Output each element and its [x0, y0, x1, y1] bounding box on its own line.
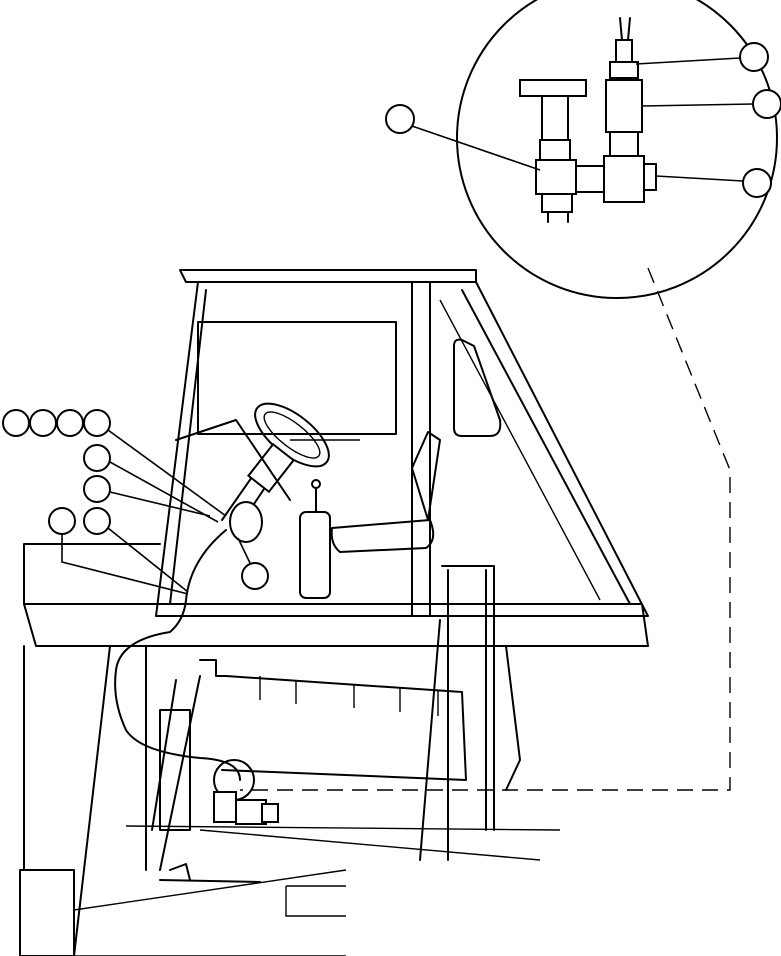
callout-circle	[83, 507, 111, 535]
callout-circle	[385, 104, 415, 134]
callout-circle	[2, 409, 30, 437]
sensor-body	[605, 79, 643, 133]
callout-circle	[48, 507, 76, 535]
seat-cushion	[330, 519, 435, 553]
seat	[299, 431, 441, 599]
step	[19, 869, 75, 956]
rear-window	[197, 321, 397, 435]
callout-circle	[56, 409, 84, 437]
heater-valve-assembly	[213, 759, 279, 825]
cable-end	[615, 39, 633, 63]
detail-inset	[456, 0, 778, 299]
detail-circle	[456, 0, 778, 299]
side-window	[453, 338, 502, 437]
valve-body	[535, 159, 577, 195]
callout-circle	[29, 409, 57, 437]
seat-back	[411, 431, 441, 521]
control-console	[299, 511, 331, 599]
steering	[175, 402, 360, 543]
callout-circle	[742, 168, 772, 198]
callout-circle	[241, 562, 269, 590]
detail-callouts	[385, 42, 781, 198]
callout-circle	[752, 89, 781, 119]
main-callouts	[2, 409, 269, 595]
callout-circle	[83, 444, 111, 472]
tee-fitting	[603, 155, 645, 203]
lever-knob	[311, 479, 321, 489]
callout-circle	[83, 409, 111, 437]
heater-control	[229, 501, 263, 543]
valve-handle	[519, 79, 587, 97]
engine	[125, 619, 561, 917]
cab	[19, 269, 649, 956]
callout-circle	[83, 475, 111, 503]
heater-hose	[114, 529, 241, 781]
callout-circle	[739, 42, 769, 72]
